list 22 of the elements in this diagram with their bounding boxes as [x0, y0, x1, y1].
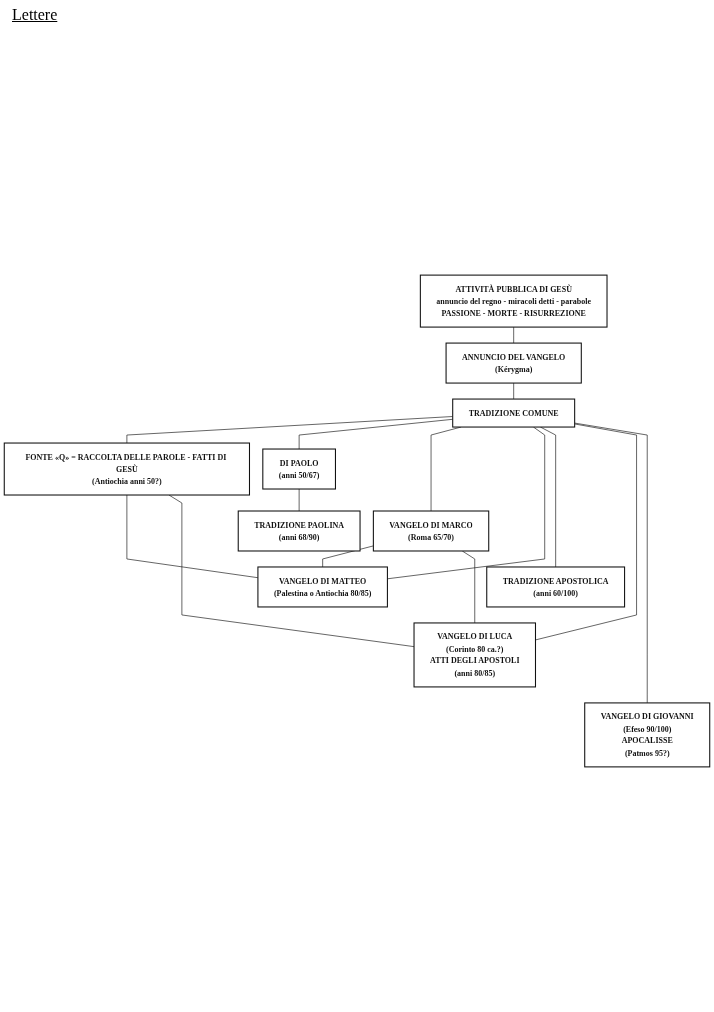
node-box: ATTIVITÀ PUBBLICA DI GESÙ annuncio del regno - miracoli detti - parabole PASSIONE - MORTE - RISURREZIONE: [419, 274, 608, 328]
node-box: ANNUNCIO DEL VANGELO (Kérygma): [445, 342, 582, 384]
connector: [513, 326, 515, 344]
connector: [168, 494, 415, 647]
connector: [461, 550, 476, 624]
connector: [535, 423, 637, 641]
connector: [574, 422, 648, 704]
node-box: VANGELO DI GIOVANNI (Efeso 90/100) APOCALISSE (Patmos 95?): [584, 702, 711, 768]
node-box: DI PAOLO (anni 50/67): [262, 448, 336, 490]
node-box: TRADIZIONE COMUNE: [452, 398, 576, 428]
connector: [298, 488, 300, 512]
connector: [513, 382, 515, 400]
node-box: TRADIZIONE PAOLINA (anni 68/90): [237, 510, 361, 552]
connector: [540, 426, 556, 568]
node-box: VANGELO DI MATTEO (Palestina o Antiochia 80/85): [257, 566, 388, 608]
node-box: FONTE «Q» = RACCOLTA DELLE PAROLE - FATTI DI GESÙ (Antiochia anni 50?): [3, 442, 251, 496]
connector: [322, 545, 374, 568]
node-box: TRADIZIONE APOSTOLICA (anni 60/100): [486, 566, 626, 608]
side-label: Lettere: [12, 6, 58, 23]
node-box: VANGELO DI MARCO (Roma 65/70): [372, 510, 490, 552]
connector: [387, 426, 546, 580]
node-box: VANGELO DI LUCA (Corinto 80 ca.?) ATTI DEGLI APOSTOLI (anni 80/85): [413, 622, 537, 688]
